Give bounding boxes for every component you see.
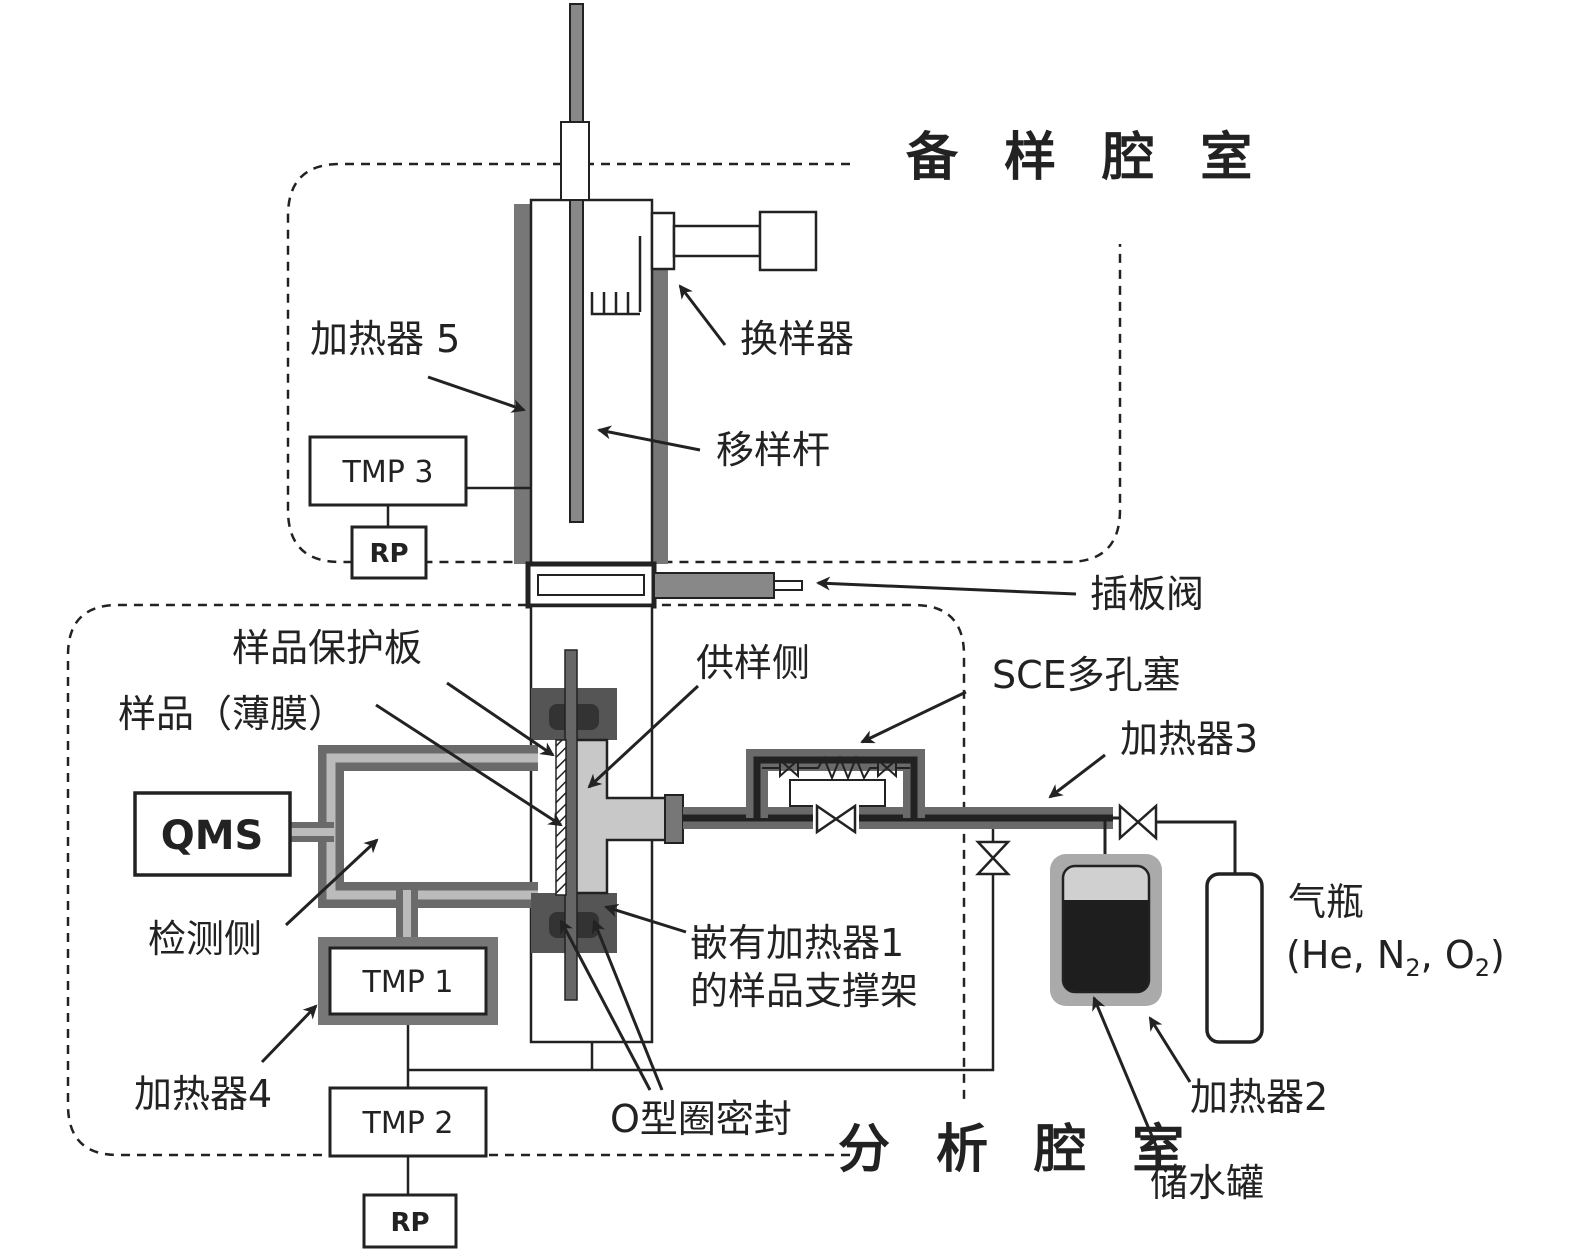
qms-label: QMS: [161, 813, 264, 859]
changer-handle: [758, 210, 818, 272]
rp-bottom-box: [362, 1193, 458, 1249]
sce-loop-inner: [753, 756, 918, 818]
arrow-heater4: [260, 1004, 318, 1064]
transfer-rod-lower: [569, 199, 584, 523]
gas-text-b: , O: [1421, 933, 1475, 977]
sce-plug-label: SCE多孔塞: [992, 653, 1181, 697]
gas-sub-o: 2: [1475, 954, 1490, 982]
rp-top-box: [350, 525, 428, 580]
transfer-rod-sleeve: [560, 121, 590, 201]
arrow-heater2: [1148, 1016, 1192, 1083]
tmp1-box: [328, 946, 488, 1016]
sample-changer-label: 换样器: [740, 317, 854, 361]
heater4-label: 加热器4: [134, 1072, 272, 1116]
detect-side-label: 检测侧: [148, 917, 262, 961]
heater3-label: 加热器3: [1120, 717, 1258, 761]
holder-label-line2: 的样品支撑架: [690, 969, 918, 1013]
water-tank-label: 储水罐: [1150, 1161, 1264, 1205]
arrow-holder: [604, 903, 687, 934]
changer-rack: [590, 292, 640, 316]
gas-valve: [1118, 803, 1158, 841]
analysis-chamber-title: 分 析 腔 室: [838, 1120, 1198, 1180]
arrow-gate-valve: [816, 576, 1077, 596]
gate-valve-stem: [773, 580, 803, 591]
arrow-changer: [678, 284, 727, 346]
oring-label: O型圈密封: [610, 1097, 792, 1141]
arrow-oring-b: [591, 919, 664, 1091]
detect-tube-outer: [318, 745, 538, 908]
qms-port-inner: [290, 828, 334, 836]
heater2-label: 加热器2: [1190, 1075, 1328, 1119]
gas-cylinder-label: 气瓶: [1288, 880, 1364, 924]
sample-film-label: 样品（薄膜）: [118, 692, 346, 736]
gate-valve-plate: [537, 574, 645, 596]
gas-cylinder: [1205, 872, 1264, 1044]
rp-top-label: RP: [369, 539, 408, 569]
arrow-sce: [860, 690, 967, 744]
tmp2-box: [328, 1086, 488, 1158]
transfer-rod-label: 移样杆: [716, 428, 830, 472]
analysis-chamber-outline: [66, 603, 966, 1157]
detect-tube-inner: [326, 753, 538, 900]
tmp3-box: [308, 435, 468, 507]
prep-chamber-outline: [286, 162, 1122, 564]
sample-film: [555, 739, 567, 896]
changer-arm: [672, 224, 762, 258]
arrow-supply: [587, 684, 700, 789]
heater5-right-band: [652, 216, 668, 564]
gas-text-c: ): [1490, 933, 1505, 977]
arrow-guard: [446, 681, 555, 757]
exhaust-line: [408, 868, 995, 1072]
arrow-detect: [284, 838, 379, 927]
arrow-tank: [1092, 996, 1164, 1161]
holder-label-line1: 嵌有加热器1: [690, 921, 904, 965]
exhaust-valve: [975, 840, 1011, 876]
sce-plug-symbol: [762, 755, 910, 781]
arrow-heater3: [1048, 753, 1106, 799]
gas-text-a: (He, N: [1286, 933, 1405, 977]
gas-composition-label: (He, N2, O2): [1286, 933, 1505, 982]
prep-chamber-title: 备 样 腔 室: [906, 128, 1266, 188]
tmp1-neck-inner: [403, 890, 411, 942]
gas-line-b: [1156, 820, 1237, 874]
qms-box: [133, 791, 292, 877]
changer-flange: [650, 211, 676, 271]
gate-valve-label: 插板阀: [1090, 572, 1204, 616]
tmp3-label: TMP 3: [342, 455, 434, 490]
supply-port-flange: [664, 794, 684, 844]
prep-column: [529, 198, 654, 566]
arrow-rod: [597, 425, 701, 452]
sce-valve: [815, 803, 857, 835]
gas-sub-n: 2: [1405, 954, 1420, 982]
water-tank-water: [1064, 900, 1148, 991]
heater5-label: 加热器 5: [310, 317, 460, 361]
rp-bottom-label: RP: [390, 1208, 429, 1238]
supply-side-label: 供样侧: [696, 641, 810, 685]
arrow-oring-a: [559, 919, 652, 1091]
sample-guard-label: 样品保护板: [232, 626, 422, 670]
gate-valve-actuator: [653, 572, 775, 599]
sce-bypass-box: [789, 779, 886, 807]
arrow-heater5: [427, 375, 526, 413]
arrow-sample: [375, 703, 563, 827]
heater5-left-band: [514, 204, 532, 564]
tmp1-label: TMP 1: [362, 965, 454, 1000]
tmp2-label: TMP 2: [362, 1106, 454, 1141]
